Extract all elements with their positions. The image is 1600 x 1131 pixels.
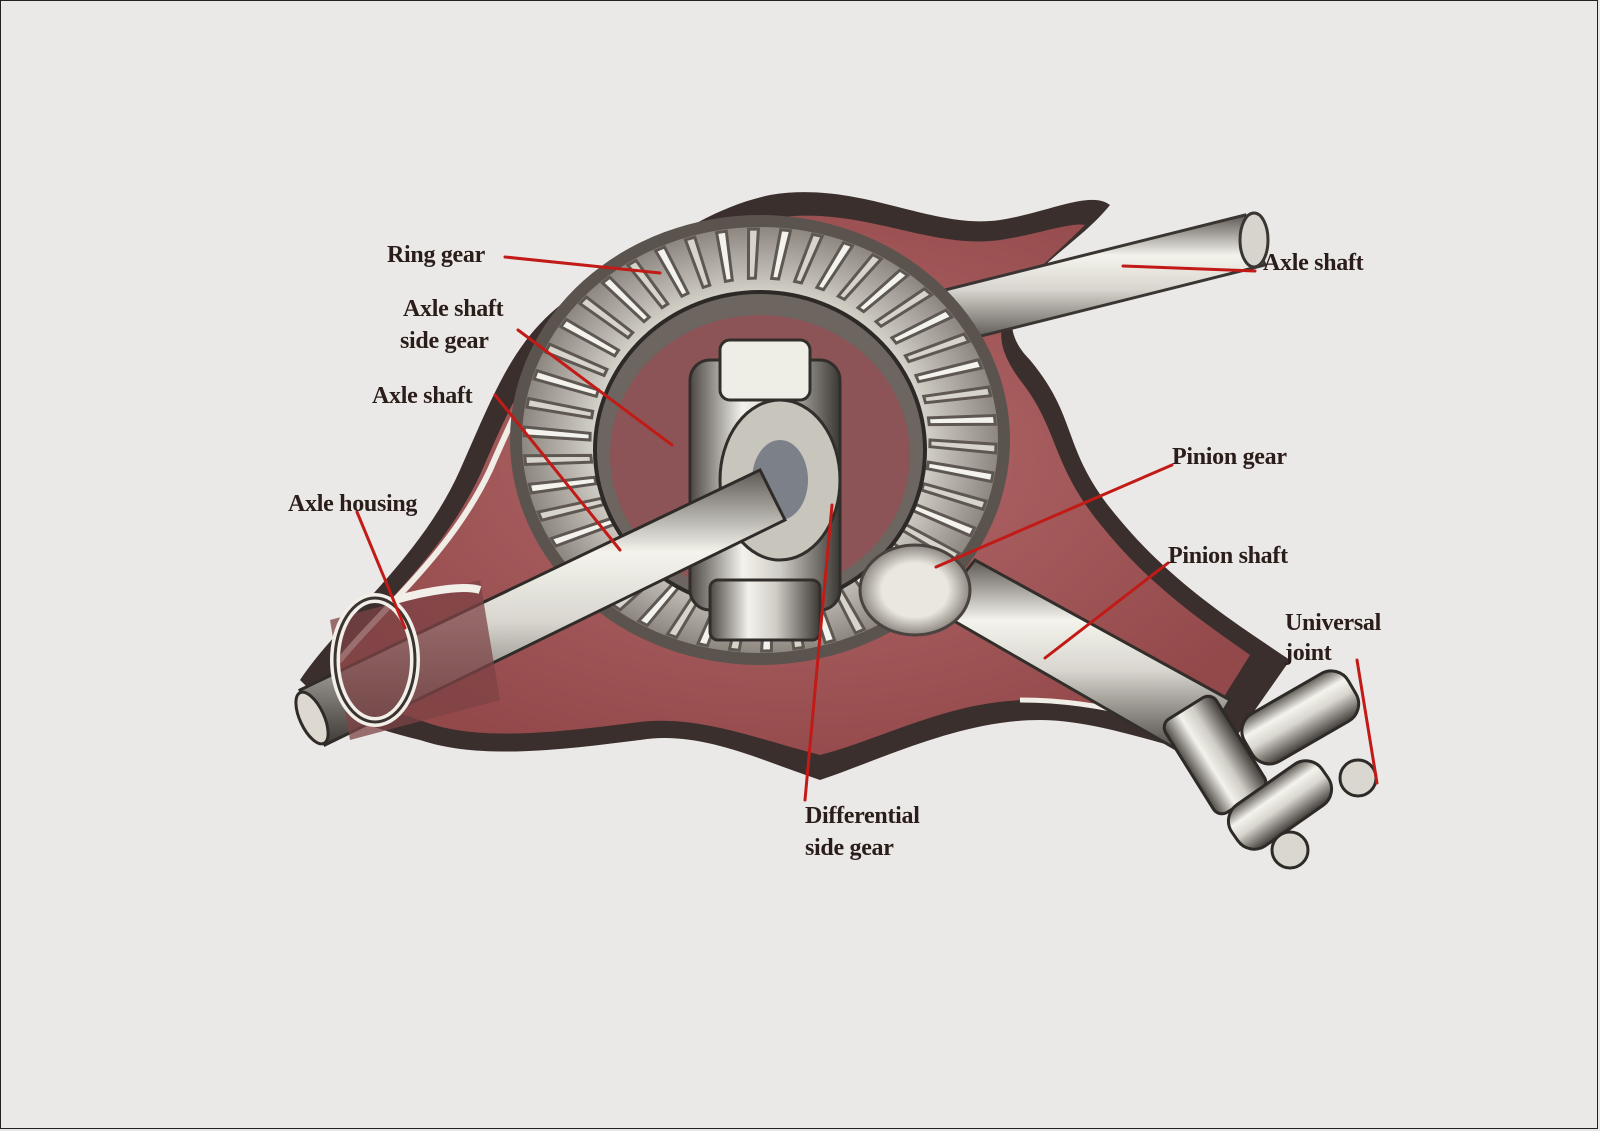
leader-pinion-gear	[934, 463, 1174, 569]
ring-gear-tooth	[625, 258, 670, 310]
label-ring-gear: Ring gear	[387, 242, 486, 268]
ring-gear-tooth	[921, 385, 993, 405]
leader-axle-shaft-left	[493, 393, 622, 552]
leader-lines	[355, 255, 1379, 802]
label-pinion-gear: Pinion gear	[1172, 444, 1287, 470]
ring-gear-tooth	[769, 228, 793, 281]
universal-joint-part	[1162, 669, 1378, 870]
ring-gear-tooth	[532, 368, 601, 399]
label-axle-shaft-side-gear-line2: side gear	[400, 328, 489, 354]
leader-pinion-shaft	[1043, 561, 1170, 660]
label-universal-joint-line1: Universal	[1285, 610, 1382, 636]
leader-axle-shaft-side-gear	[516, 328, 674, 447]
label-differential-side-gear-line1: Differential	[805, 803, 920, 829]
label-axle-housing: Axle housing	[288, 491, 417, 517]
ring-gear-tooth	[714, 229, 734, 284]
ring-gear-tooth	[527, 475, 599, 495]
ring-gear-tooth	[855, 268, 911, 314]
axle-housing-tube	[330, 580, 500, 740]
pinion-shaft-part	[858, 543, 1233, 763]
ring-gear-tooth	[835, 252, 884, 302]
ring-gear-tooth	[814, 240, 855, 292]
ring-gear-tooth	[925, 460, 995, 484]
ring-gear-tooth	[577, 295, 635, 340]
ring-gear-tooth	[919, 481, 988, 512]
ring-gear-tooth	[522, 425, 592, 442]
leader-differential-side-gear	[803, 503, 834, 802]
right-axle-shaft-part	[902, 211, 1270, 352]
ring-gear-tooth	[903, 332, 972, 364]
ring-gear-tooth	[600, 275, 652, 324]
leader-universal-joint	[1355, 658, 1379, 785]
ring-gear-tooth	[889, 308, 955, 345]
label-axle-shaft-left: Axle shaft	[372, 383, 473, 409]
ring-gear-tooth	[926, 413, 997, 427]
callout-labels: Ring gear Axle shaft side gear Axle shaf…	[288, 242, 1382, 861]
leader-ring-gear	[503, 255, 662, 275]
ring-gear-tooth	[683, 235, 712, 290]
label-universal-joint-line2: joint	[1284, 640, 1332, 666]
ring-gear-tooth	[523, 453, 594, 467]
label-pinion-shaft: Pinion shaft	[1168, 543, 1288, 569]
leader-axle-shaft-right	[1121, 264, 1257, 273]
label-differential-side-gear-line2: side gear	[805, 835, 894, 861]
label-axle-shaft-right: Axle shaft	[1263, 250, 1364, 276]
ring-gear-tooth	[543, 342, 610, 378]
ring-gear-tooth	[525, 396, 595, 420]
leader-axle-housing	[355, 510, 407, 630]
ring-gear-tooth	[792, 232, 825, 285]
ring-gear-tooth	[746, 227, 760, 280]
ring-gear-tooth	[873, 286, 934, 329]
label-axle-shaft-side-gear-line1: Axle shaft	[403, 296, 504, 322]
ring-gear-tooth	[913, 358, 984, 384]
ring-gear-tooth	[558, 317, 621, 358]
ring-gear-tooth	[928, 438, 998, 455]
ring-gear-tooth	[653, 245, 691, 299]
